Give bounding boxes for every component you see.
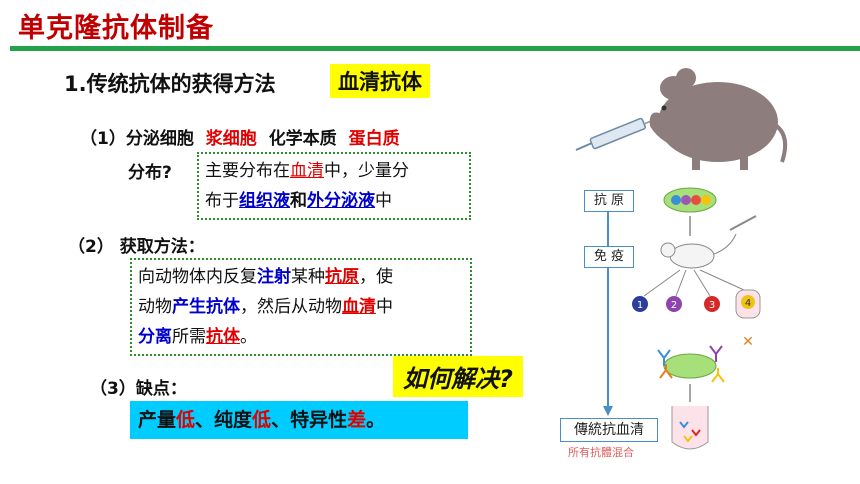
text-span: 某种 xyxy=(291,267,325,287)
text-span: 、特异性 xyxy=(271,409,348,431)
antiserum-diagram: 1 2 3 4 ✕ xyxy=(603,187,761,450)
protein-value: 蛋白质 xyxy=(348,129,400,149)
section-heading: 1.传统抗体的获得方法 xyxy=(64,72,276,96)
separate-emph: 分离 xyxy=(138,327,172,347)
antigen-flow-box: 抗 原 xyxy=(584,190,634,212)
text-span: 所需 xyxy=(172,327,206,347)
flow-arrowhead xyxy=(603,406,613,416)
slide-title: 单克隆抗体制备 xyxy=(18,13,214,44)
x-mark-icon: ✕ xyxy=(742,334,754,350)
title-divider xyxy=(10,46,860,51)
chemical-nature-label: 化学本质 xyxy=(268,129,337,149)
text-span: 布于 xyxy=(205,191,239,211)
antiserum-subcaption: 所有抗體混合 xyxy=(568,446,634,459)
exocrine-fluid-emph: 外分泌液 xyxy=(307,191,375,211)
secreting-cell-row: （1）分泌细胞 浆细胞 化学本质 蛋白质 xyxy=(80,124,400,149)
serum-antibody-tag: 血清抗体 xyxy=(330,64,430,98)
serum-emph-2: 血清 xyxy=(342,297,376,317)
text-span: 中 xyxy=(375,191,392,211)
clone-label-3: 3 xyxy=(709,300,715,311)
plasma-cell-value: 浆细胞 xyxy=(205,129,257,149)
distribution-box: 主要分布在血清中，少量分 布于组织液和外分泌液中 xyxy=(197,152,471,220)
secreting-cell-label: （1）分泌细胞 xyxy=(80,129,194,149)
text-span: 产量 xyxy=(138,409,177,431)
drawback-label: （3）缺点： xyxy=(90,379,187,399)
text-span: 、纯度 xyxy=(195,409,253,431)
clone-label-2: 2 xyxy=(671,300,677,311)
serum-tube-icon xyxy=(671,406,709,450)
serum-emph: 血清 xyxy=(290,161,324,181)
text-span: 中 xyxy=(376,297,393,317)
small-mouse-icon xyxy=(660,215,757,269)
text-span: 和 xyxy=(290,191,307,211)
antigen-emph: 抗原 xyxy=(325,267,359,287)
produce-antibody-emph: 产生抗体 xyxy=(172,297,240,317)
low-emph: 低 xyxy=(176,409,196,431)
text-span: 。 xyxy=(240,327,257,347)
antigen-cluster-icon xyxy=(663,187,717,213)
text-span: ，使 xyxy=(359,267,393,287)
immune-flow-box: 免 疫 xyxy=(584,246,634,268)
antibody-emph: 抗体 xyxy=(206,327,240,347)
poor-emph: 差 xyxy=(347,409,367,431)
low-emph-2: 低 xyxy=(252,409,272,431)
text-span: 主要分布在 xyxy=(205,161,290,181)
method-label: （2） 获取方法： xyxy=(68,237,205,257)
clone-markers xyxy=(632,289,761,319)
inject-emph: 注射 xyxy=(257,267,291,287)
mouse-syringe-illustration xyxy=(575,68,787,170)
clone-label-4: 4 xyxy=(745,298,751,309)
text-span: 向动物体内反复 xyxy=(138,267,257,287)
text-span: ，然后从动物 xyxy=(240,297,342,317)
method-box: 向动物体内反复注射某种抗原，使 动物产生抗体，然后从动物血清中 分离所需抗体。 xyxy=(130,258,472,356)
mouse-icon xyxy=(649,68,787,170)
antibody-binding-icon xyxy=(657,345,725,383)
tissue-fluid-emph: 组织液 xyxy=(239,191,290,211)
clone-label-1: 1 xyxy=(637,300,643,311)
distribution-label: 分布? xyxy=(128,163,172,183)
text-span: 动物 xyxy=(138,297,172,317)
text-span: 中，少量分 xyxy=(324,161,409,181)
text-span: 。 xyxy=(366,409,386,431)
drawback-answer: 产量低、纯度低、特异性差。 xyxy=(130,401,468,439)
antiserum-flow-box: 傳統抗血清 xyxy=(560,418,658,442)
how-to-solve-callout: 如何解决? xyxy=(393,356,523,397)
